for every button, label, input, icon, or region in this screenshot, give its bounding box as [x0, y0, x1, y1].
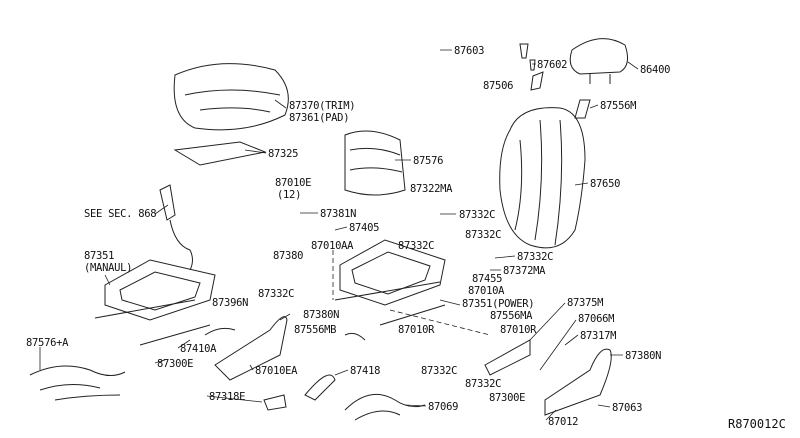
- part-label[interactable]: 87063: [612, 402, 642, 414]
- part-label[interactable]: 87332C: [465, 229, 501, 241]
- part-label[interactable]: 87576+A: [26, 337, 69, 349]
- part-label[interactable]: 87010AA: [311, 240, 354, 252]
- part-label[interactable]: 87380N: [303, 309, 339, 321]
- seat-belt-buckle: [159, 184, 193, 271]
- part-label[interactable]: 87381N: [320, 208, 356, 220]
- part-label[interactable]: 87010R: [398, 324, 435, 336]
- part-label[interactable]: 87375M: [567, 297, 603, 309]
- guide-clips: [519, 43, 544, 91]
- part-label[interactable]: 87332C: [421, 365, 457, 377]
- headrest: [569, 38, 629, 84]
- part-label[interactable]: 87066M: [578, 313, 614, 325]
- part-label[interactable]: 87556MB: [294, 324, 336, 336]
- part-label[interactable]: 87010EA: [255, 365, 298, 377]
- part-label[interactable]: 87069: [428, 401, 458, 413]
- power-seat-frame: [332, 239, 491, 336]
- part-label[interactable]: 87332C: [517, 251, 553, 263]
- part-label[interactable]: 87506: [483, 80, 513, 92]
- part-labels: 87603 87602 87506 86400 87370(TRIM) 8736…: [26, 45, 670, 428]
- part-label[interactable]: 87325: [268, 148, 298, 160]
- part-label[interactable]: 87410A: [180, 343, 217, 355]
- part-label[interactable]: 87318E: [209, 391, 245, 403]
- part-label[interactable]: 87372MA: [503, 265, 546, 277]
- part-label[interactable]: 86400: [640, 64, 670, 76]
- part-label[interactable]: 87351(POWER): [462, 298, 535, 310]
- part-label[interactable]: 87380N: [625, 350, 661, 362]
- part-label[interactable]: 87332C: [465, 378, 501, 390]
- part-label[interactable]: 87556MA: [490, 310, 533, 322]
- part-label[interactable]: 87300E: [157, 358, 193, 370]
- part-label[interactable]: 87010E: [275, 177, 311, 189]
- seat-cushion: [173, 63, 289, 166]
- part-label[interactable]: 87556M: [600, 100, 636, 112]
- part-label[interactable]: 87317M: [580, 330, 616, 342]
- part-label[interactable]: 87418: [350, 365, 380, 377]
- part-label[interactable]: (12): [277, 189, 301, 201]
- part-label[interactable]: 87603: [454, 45, 484, 57]
- part-label[interactable]: 87010A: [468, 285, 505, 297]
- part-label[interactable]: 87322MA: [410, 183, 453, 195]
- wire-harnesses: [29, 327, 426, 421]
- part-label[interactable]: SEE SEC. 868: [84, 208, 157, 220]
- leader-lines: [39, 49, 639, 421]
- part-label[interactable]: 87650: [590, 178, 620, 190]
- part-label[interactable]: 87361(PAD): [289, 112, 350, 124]
- part-label[interactable]: (MANAUL): [84, 262, 132, 274]
- part-label[interactable]: 87380: [273, 250, 303, 262]
- part-label[interactable]: 87300E: [489, 392, 525, 404]
- part-label[interactable]: 87576: [413, 155, 443, 167]
- part-label[interactable]: 87602: [537, 59, 567, 71]
- part-label[interactable]: 87332C: [459, 209, 495, 221]
- part-label[interactable]: 87332C: [258, 288, 294, 300]
- part-label[interactable]: 87351: [84, 250, 114, 262]
- part-label[interactable]: 87396N: [212, 297, 248, 309]
- part-label[interactable]: 87370(TRIM): [289, 100, 356, 112]
- part-label[interactable]: 87010R: [500, 324, 537, 336]
- part-label[interactable]: 87332C: [398, 240, 434, 252]
- part-label[interactable]: 87405: [349, 222, 379, 234]
- seat-back: [499, 99, 591, 249]
- part-label[interactable]: 87455: [472, 273, 502, 285]
- manual-seat-frame: [94, 259, 216, 346]
- seat-side-covers: [214, 316, 612, 416]
- part-label[interactable]: 87012: [548, 416, 578, 428]
- reference-code: R870012C: [728, 417, 786, 431]
- back-frame-mat: [344, 130, 406, 196]
